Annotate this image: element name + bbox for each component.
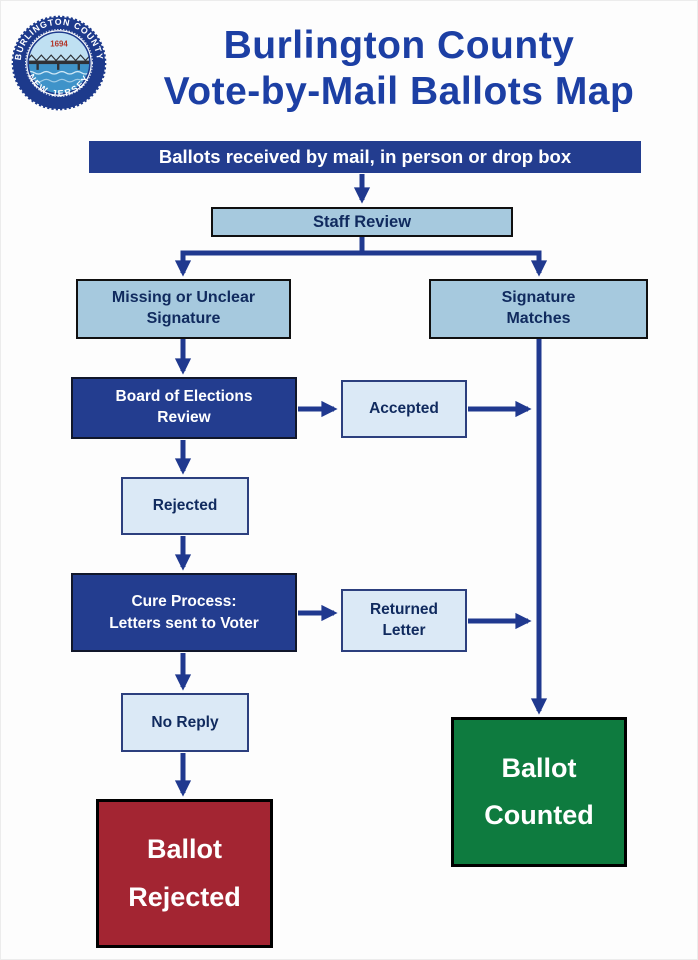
node-returned-letter: Returned Letter	[341, 589, 467, 652]
node-ballot-counted: Ballot Counted	[451, 717, 627, 867]
node-signature-matches: Signature Matches	[429, 279, 648, 339]
node-board-of-elections-review: Board of Elections Review	[71, 377, 297, 439]
node-ballots-received: Ballots received by mail, in person or d…	[89, 141, 641, 173]
page-title: Burlington County Vote-by-Mail Ballots M…	[105, 23, 693, 114]
node-accepted: Accepted	[341, 380, 467, 438]
burlington-county-seal: 1694 BURLINGTON COUNTY NEW JERSEY	[11, 15, 107, 111]
seal-year: 1694	[50, 39, 68, 48]
node-ballot-rejected: Ballot Rejected	[96, 799, 273, 948]
node-cure-process: Cure Process: Letters sent to Voter	[71, 573, 297, 652]
title-line-2: Vote-by-Mail Ballots Map	[163, 69, 635, 113]
node-staff-review: Staff Review	[211, 207, 513, 237]
node-rejected: Rejected	[121, 477, 249, 535]
node-no-reply: No Reply	[121, 693, 249, 752]
seal-bridge	[28, 54, 90, 62]
node-missing-signature: Missing or Unclear Signature	[76, 279, 291, 339]
title-line-1: Burlington County	[223, 24, 575, 67]
